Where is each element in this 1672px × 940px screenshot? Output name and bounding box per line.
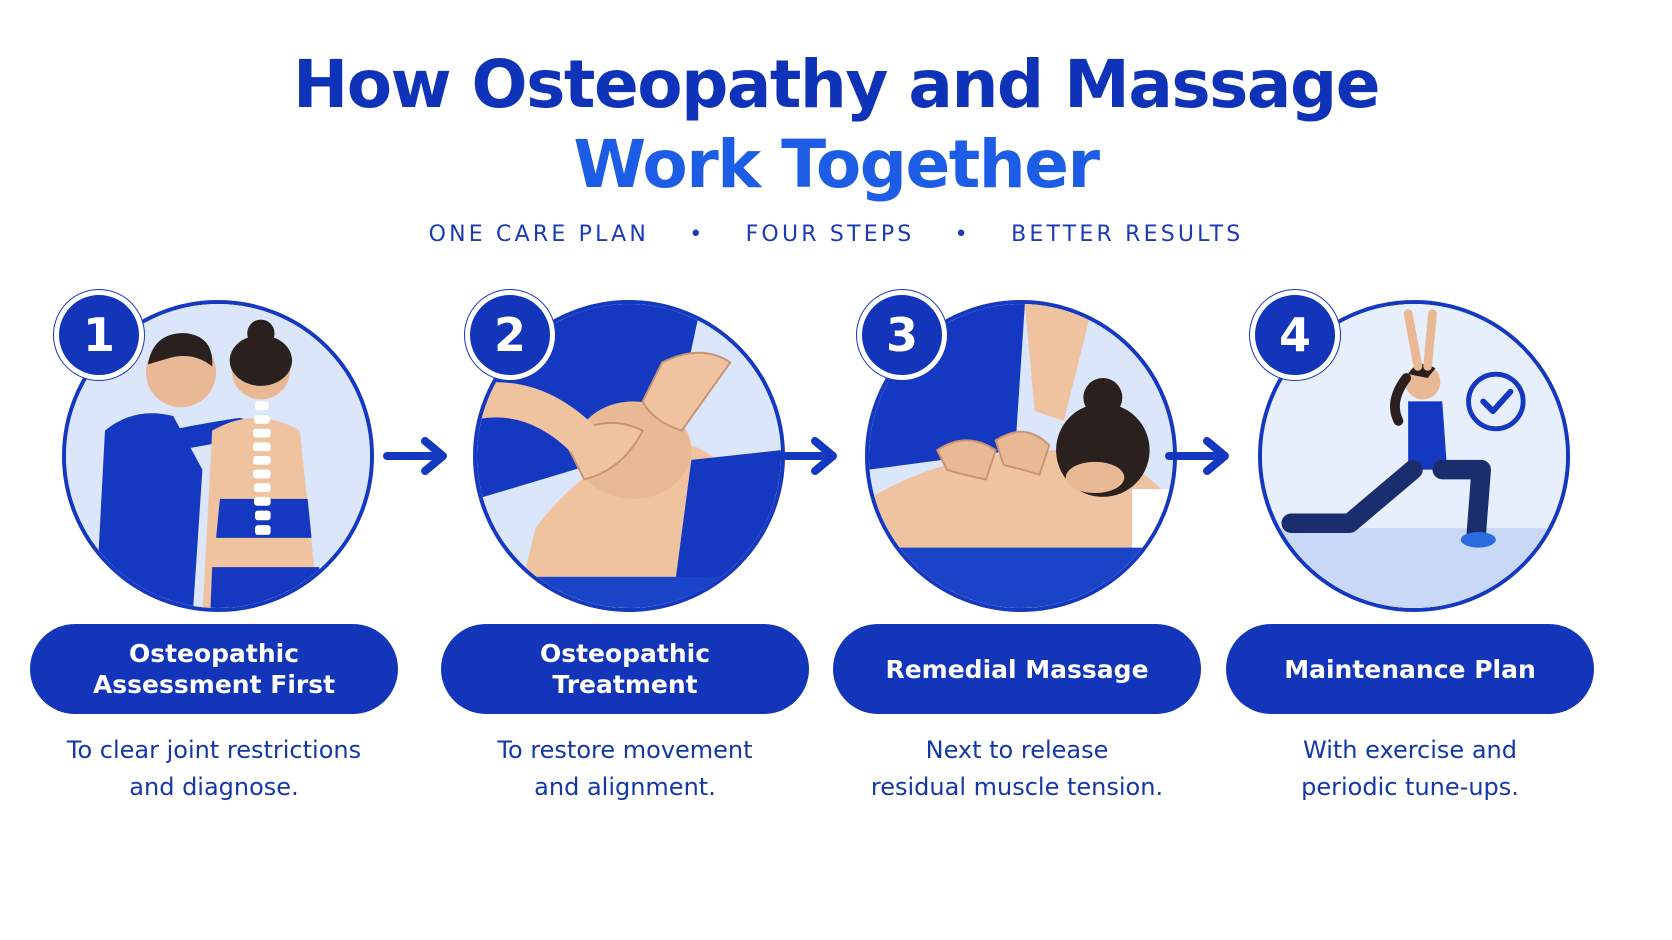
step-number-badge: 4: [1250, 290, 1340, 380]
step-description: With exercise and periodic tune-ups.: [1301, 736, 1519, 801]
step-1: 1 Osteopathic Assessment First To clear …: [30, 0, 410, 940]
step-2: 2 Osteopathic Treatment To restore movem…: [441, 0, 821, 940]
step-label: Maintenance Plan: [1226, 624, 1594, 714]
title-line-2: Work Together: [573, 126, 1100, 203]
step-4: 4 Maintenance Plan With exercise and per…: [1226, 0, 1606, 940]
subtitle-part-3: BETTER RESULTS: [1011, 222, 1244, 247]
arrow-right-icon: [383, 437, 447, 475]
step-number-badge: 1: [54, 290, 144, 380]
arrow-right-icon: [1165, 437, 1229, 475]
back-massage-illustration: [865, 300, 1177, 612]
step-3: 3 Remedial Massage Next to release resid…: [833, 0, 1213, 940]
subtitle-separator-1: •: [689, 222, 706, 247]
step-description: Next to release residual muscle tension.: [870, 736, 1164, 801]
step-description: To clear joint restrictions and diagnose…: [66, 736, 362, 801]
subtitle-part-2: FOUR STEPS: [745, 222, 915, 247]
step-number-badge: 2: [465, 290, 555, 380]
step-number-badge: 3: [857, 290, 947, 380]
step-label: Osteopathic Treatment: [441, 624, 809, 714]
title-line-1: How Osteopathy and Massage: [293, 46, 1380, 123]
subtitle-part-1: ONE CARE PLAN: [428, 222, 649, 247]
step-label: Remedial Massage: [833, 624, 1201, 714]
arrow-right-icon: [773, 437, 837, 475]
step-description: To restore movement and alignment.: [497, 736, 753, 801]
subtitle-separator-2: •: [954, 222, 971, 247]
subtitle: ONE CARE PLAN • FOUR STEPS • BETTER RESU…: [0, 222, 1672, 247]
step-label: Osteopathic Assessment First: [30, 624, 398, 714]
stretch-exercise-illustration: [1258, 300, 1570, 612]
